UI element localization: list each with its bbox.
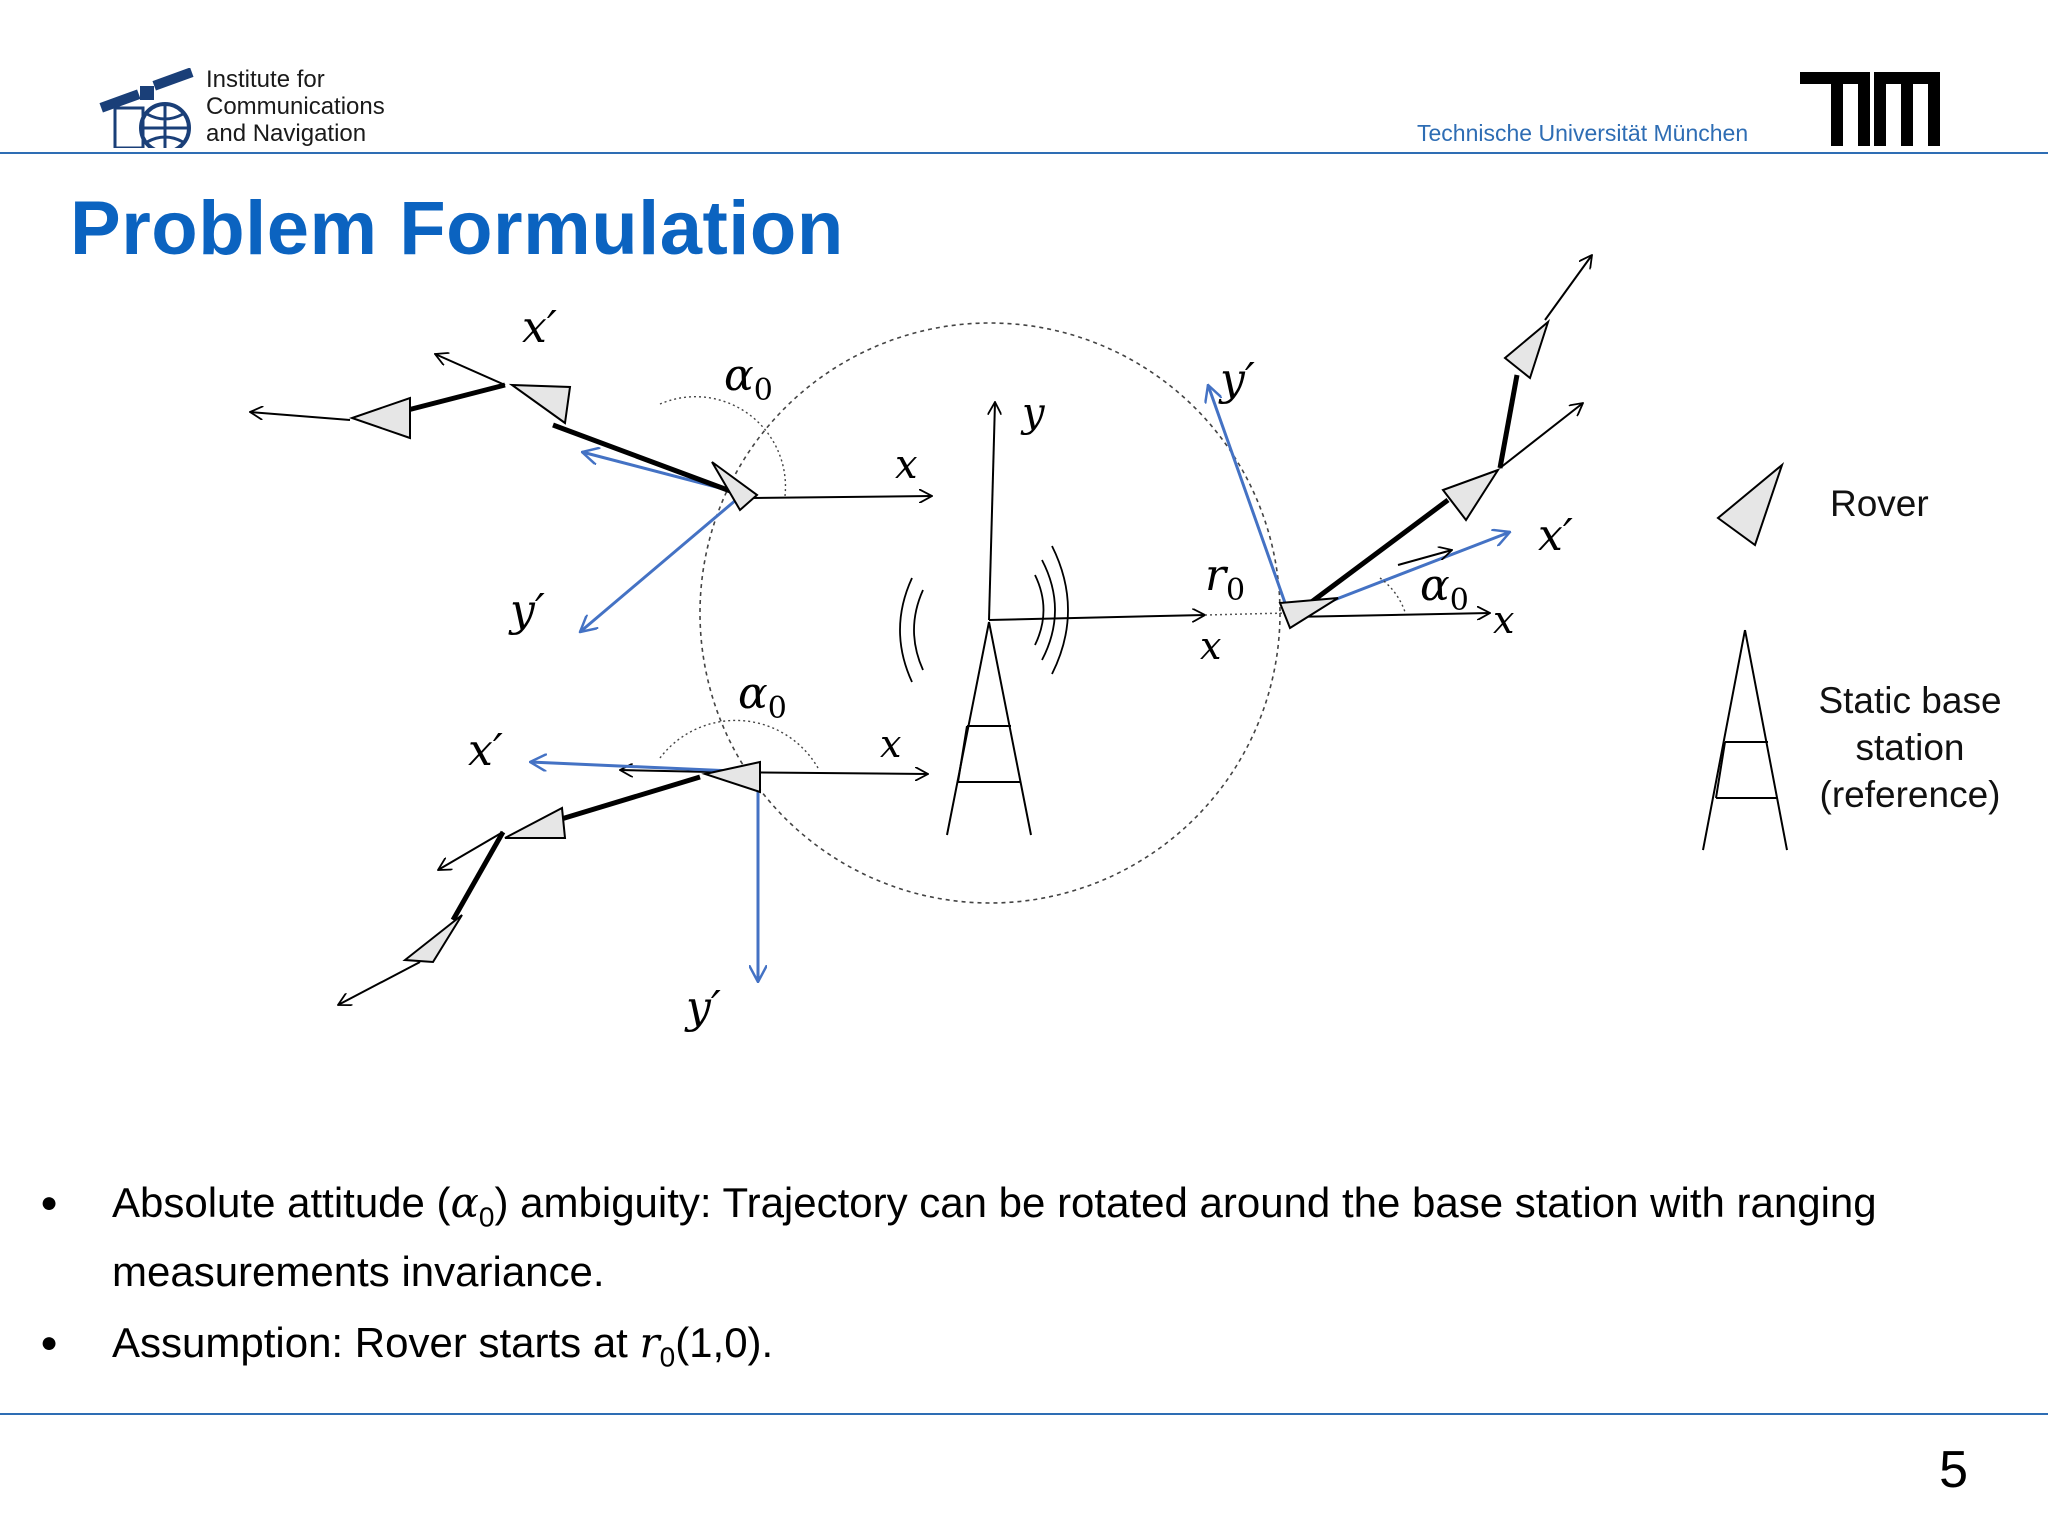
global-y-axis [989,402,995,621]
global-x-axis [988,615,1205,620]
label-x: x [880,722,902,766]
bullet-symbol: α [450,1178,479,1227]
upper-left-trajectory [250,354,932,632]
institute-logo [99,68,194,148]
institute-line: Communications [206,93,385,120]
university-name: Technische Universität München [1417,120,1749,146]
alpha-subscript: 0 [753,372,773,408]
alpha-subscript: 0 [1449,582,1469,618]
globe-icon [113,102,191,148]
alpha-symbol: α [724,350,754,401]
signal-waves-icon [899,545,1069,683]
legend-station-line: Static base [1818,680,2002,721]
label-x-prime: x′ [1538,510,1573,561]
label-x: x [1200,624,1222,668]
institute-name: Institute for Communications and Navigat… [206,66,385,147]
page-number: 5 [1939,1441,1968,1499]
bullet-subscript: 0 [478,1201,495,1233]
tum-logo [1800,72,1940,146]
alpha-symbol: α [738,668,768,719]
bullet-text-pre: Assumption: Rover starts at [112,1319,640,1367]
bullet-subscript: 0 [659,1341,676,1373]
bullet-text-post: ) ambiguity: Trajectory can be rotated a… [112,1179,1877,1296]
legend-station-label: Static base station (reference) [1790,677,2030,818]
label-y: y [1022,390,1045,436]
label-x: x [1493,598,1515,642]
bullet-text-pre: Absolute attitude ( [112,1179,451,1226]
legend-rover-icon [1716,461,1785,547]
legend-station-line: (reference) [1819,774,2001,815]
bullet-item: ● Assumption: Rover starts at r0(1,0). [40,1315,1980,1384]
label-r0: r0 [1205,550,1245,608]
r-symbol: r [1205,550,1227,601]
lower-left-trajectory [338,719,928,1005]
satellite-icon [99,68,194,113]
label-alpha0: α0 [1420,560,1469,618]
legend-rover-label: Rover [1830,483,1929,524]
header-rule [0,152,2048,154]
legend-tower-icon [1702,629,1788,851]
range-line [1204,612,1289,616]
label-x-prime: x′ [468,725,503,776]
institute-line: Institute for [206,66,325,93]
label-x-prime: x′ [522,302,557,353]
footer-rule [0,1413,2048,1415]
bullet-dot-icon: ● [40,1326,59,1360]
label-alpha0: α0 [738,668,787,726]
base-station-tower [946,621,1032,836]
bullet-dot-icon: ● [40,1186,59,1219]
institute-line: and Navigation [206,120,367,147]
bullet-item: ● Absolute attitude (α0) ambiguity: Traj… [40,1175,1980,1299]
right-trajectory [1208,255,1592,630]
slide-title: Problem Formulation [70,186,844,271]
alpha-subscript: 0 [767,690,787,726]
bullet-symbol: r [639,1318,660,1368]
label-x: x [895,442,918,488]
bullet-list: ● Absolute attitude (α0) ambiguity: Traj… [40,1175,1980,1401]
bullet-text-post: (1,0). [675,1319,774,1367]
label-y-prime: y′ [686,982,721,1033]
label-alpha0: α0 [724,350,773,408]
label-y-prime: y′ [510,585,545,636]
r-subscript: 0 [1226,572,1246,608]
legend-station-line: station [1855,727,1965,768]
label-y-prime: y′ [1220,354,1255,405]
alpha-symbol: α [1420,560,1450,611]
